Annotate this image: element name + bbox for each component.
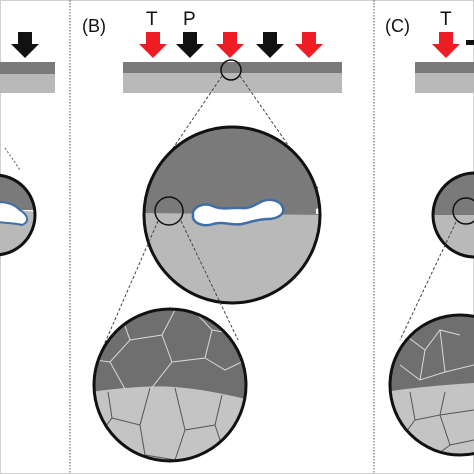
panel-c: (C) T <box>385 9 474 457</box>
zoom-marker-b-inner <box>154 196 184 226</box>
coating-layer-dark <box>415 62 474 73</box>
zoom-marker-c-inner <box>452 197 474 225</box>
arrow-black-c2-partial <box>466 40 474 45</box>
substrate-layer-light <box>415 73 474 93</box>
arrow-black-a1 <box>11 32 39 58</box>
zoom-line-right <box>239 75 319 189</box>
zoom-circle-b-medium <box>144 127 320 303</box>
substrate-layer-light <box>123 73 342 93</box>
zoom-circle-b-large <box>94 309 246 461</box>
arrow-red-b1 <box>139 32 167 58</box>
arrow-label-p: P <box>183 9 196 30</box>
panel-b: (B) T P <box>82 9 342 463</box>
arrow-black-b4 <box>256 32 284 58</box>
arrow-red-b3 <box>216 32 244 58</box>
coating-layer-dark <box>123 62 342 73</box>
zoom-line-right-2 <box>180 220 239 341</box>
zoom-circle-a-border <box>0 173 37 257</box>
zoom-circle-b-medium-border <box>142 125 322 305</box>
panel-label-c: (C) <box>385 16 410 36</box>
zoom-circle-c-medium-border <box>431 171 474 259</box>
zoom-circle-c-large-border <box>388 313 474 457</box>
panel-a <box>0 32 55 257</box>
zoom-circle-b-large-border <box>92 307 248 463</box>
arrow-black-b2 <box>176 32 204 58</box>
zoom-line-left-2 <box>99 220 159 355</box>
panel-label-b: (B) <box>82 16 106 36</box>
arrow-red-c1 <box>432 32 460 58</box>
arrow-label-t: T <box>146 9 158 30</box>
arrow-red-b5 <box>295 32 323 58</box>
arrow-label-t-c: T <box>440 9 452 30</box>
zoom-circle-c-large <box>390 315 474 455</box>
zoom-marker-small <box>220 59 242 81</box>
substrate-layer-light <box>0 74 55 93</box>
crack-void <box>191 198 285 227</box>
coating-layer-dark <box>0 62 55 74</box>
